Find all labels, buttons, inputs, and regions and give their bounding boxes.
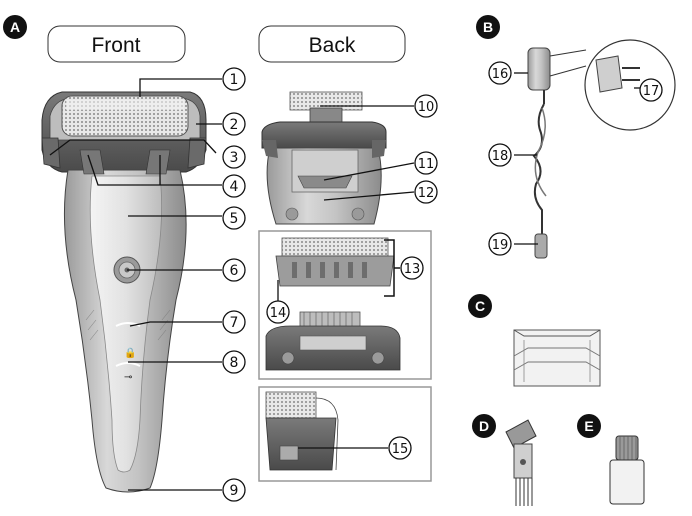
- callout-3-label: 3: [230, 150, 239, 166]
- callout-6-label: 6: [230, 263, 239, 279]
- callout-16: 16: [488, 61, 512, 85]
- callout-5: 5: [222, 206, 246, 230]
- callout-18: 18: [488, 143, 512, 167]
- callout-15: 15: [388, 436, 412, 460]
- shaver-front-illustration: 🔒 ⊸: [41, 91, 207, 493]
- callout-leaders: [49, 78, 415, 491]
- callout-6: 6: [222, 258, 246, 282]
- section-c-badge: C: [468, 294, 492, 318]
- callout-9-label: 9: [230, 483, 239, 499]
- callout-7-label: 7: [230, 315, 239, 331]
- callout-11: 11: [414, 151, 438, 175]
- section-d: D: [472, 414, 537, 506]
- section-d-badge: D: [472, 414, 496, 438]
- ac-adaptor-illustration: [527, 47, 551, 104]
- svg-text:E: E: [584, 418, 593, 434]
- callout-17: 17: [639, 78, 663, 102]
- callout-12-label: 12: [418, 186, 435, 201]
- plug-adaptor-detail: [549, 39, 676, 131]
- section-e: E: [577, 414, 645, 505]
- callout-18-label: 18: [492, 149, 509, 164]
- side-detail-box: [258, 386, 432, 482]
- svg-text:D: D: [479, 418, 489, 434]
- cleaning-brush-illustration: [505, 419, 537, 506]
- callout-16-label: 16: [492, 67, 509, 82]
- callout-13: 13: [400, 256, 424, 280]
- front-label: Front: [91, 34, 140, 57]
- callout-14-label: 14: [270, 306, 287, 321]
- section-b: B: [476, 15, 676, 259]
- callout-2-label: 2: [230, 117, 239, 133]
- callout-8: 8: [222, 350, 246, 374]
- callout-13-label: 13: [404, 262, 421, 277]
- svg-text:C: C: [475, 298, 485, 314]
- section-c: C: [468, 294, 601, 387]
- shaver-back-illustration: [261, 91, 387, 225]
- svg-text:B: B: [483, 19, 493, 35]
- callout-7: 7: [222, 310, 246, 334]
- section-a: A Front Back: [3, 15, 432, 493]
- section-e-badge: E: [577, 414, 601, 438]
- callout-4: 4: [222, 174, 246, 198]
- callout-2: 2: [222, 112, 246, 136]
- protective-cap-illustration: [513, 329, 601, 387]
- callout-4-label: 4: [230, 179, 239, 195]
- oil-bottle-illustration: [609, 435, 645, 505]
- foil-frame-box: [258, 230, 432, 380]
- callout-17-label: 17: [643, 84, 660, 99]
- plug-symbol: ⊸: [124, 372, 132, 383]
- callout-11-label: 11: [418, 157, 435, 172]
- section-a-badge: A: [3, 15, 27, 39]
- callout-9: 9: [222, 478, 246, 502]
- callout-8-label: 8: [230, 355, 239, 371]
- power-cord-illustration: [532, 103, 548, 259]
- callout-1: 1: [222, 67, 246, 91]
- callout-10-label: 10: [418, 100, 435, 115]
- callout-1-label: 1: [230, 72, 239, 88]
- callout-10: 10: [414, 94, 438, 118]
- callout-12: 12: [414, 180, 438, 204]
- callout-15-label: 15: [392, 442, 409, 457]
- back-label: Back: [309, 34, 356, 57]
- back-label-box: Back: [258, 25, 406, 63]
- callout-5-label: 5: [230, 211, 239, 227]
- front-label-box: Front: [47, 25, 186, 63]
- callout-14: 14: [266, 300, 290, 324]
- callout-19-label: 19: [492, 238, 509, 253]
- section-b-badge: B: [476, 15, 500, 39]
- svg-text:A: A: [10, 19, 20, 35]
- callout-19: 19: [488, 232, 512, 256]
- lock-symbol: 🔒: [124, 347, 136, 359]
- callout-3: 3: [222, 145, 246, 169]
